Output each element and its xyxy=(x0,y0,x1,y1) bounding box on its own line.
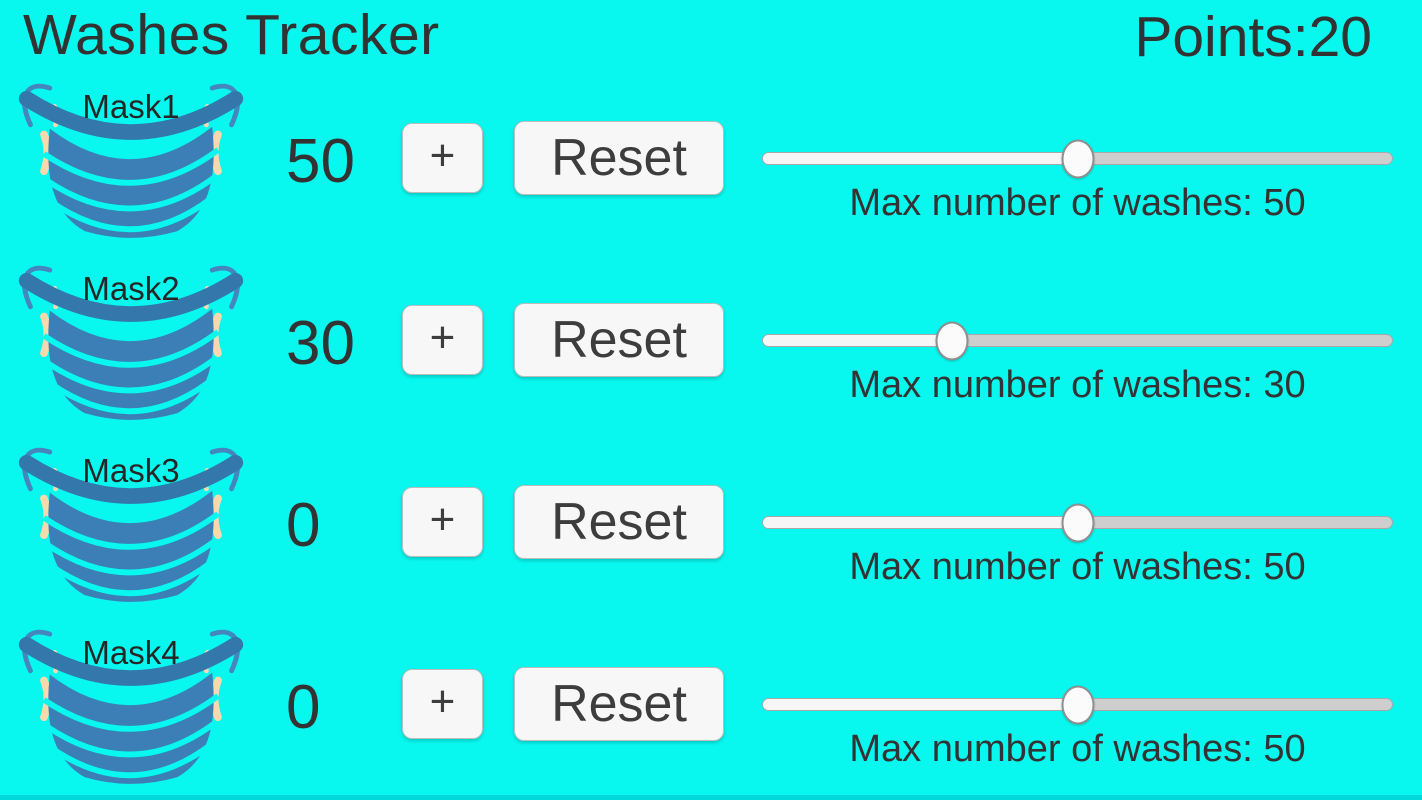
slider-fill xyxy=(763,699,1078,710)
max-washes-slider-group: Max number of washes: 50 xyxy=(762,626,1393,786)
slider-fill xyxy=(763,335,952,346)
slider-thumb[interactable] xyxy=(1061,685,1094,724)
mask-row: Mask2 30 + Reset Max number of washes: 3… xyxy=(0,262,1422,444)
max-washes-slider-group: Max number of washes: 50 xyxy=(762,80,1393,240)
reset-button[interactable]: Reset xyxy=(514,667,724,741)
mask-icon-wrap: Mask2 xyxy=(15,262,247,434)
max-washes-slider-group: Max number of washes: 50 xyxy=(762,444,1393,604)
bottom-edge-strip xyxy=(0,795,1422,800)
slider-fill xyxy=(763,153,1078,164)
max-washes-slider-group: Max number of washes: 30 xyxy=(762,262,1393,422)
increment-button[interactable]: + xyxy=(402,123,483,193)
max-washes-slider[interactable] xyxy=(762,321,1393,360)
wash-count: 50 xyxy=(286,127,355,196)
face-mask-icon xyxy=(18,265,244,420)
slider-thumb[interactable] xyxy=(935,321,969,360)
mask-label: Mask3 xyxy=(82,452,180,489)
slider-thumb[interactable] xyxy=(1061,139,1094,178)
max-washes-slider[interactable] xyxy=(762,685,1393,724)
mask-row: Mask1 50 + Reset Max number of washes: 5… xyxy=(0,80,1422,262)
points-display: Points:20 xyxy=(1134,5,1372,69)
mask-label: Mask4 xyxy=(82,634,180,671)
page-title: Washes Tracker xyxy=(23,3,440,67)
mask-icon-wrap: Mask4 xyxy=(15,626,247,798)
mask-label: Mask2 xyxy=(82,270,180,307)
mask-label: Mask1 xyxy=(82,88,180,125)
slider-fill xyxy=(763,517,1078,528)
face-mask-icon xyxy=(18,447,244,602)
wash-count: 30 xyxy=(286,309,355,378)
face-mask-icon xyxy=(18,83,244,238)
slider-thumb[interactable] xyxy=(1061,503,1094,542)
mask-row: Mask3 0 + Reset Max number of washes: 50 xyxy=(0,444,1422,626)
max-washes-slider[interactable] xyxy=(762,139,1393,178)
face-mask-icon xyxy=(18,629,244,784)
increment-button[interactable]: + xyxy=(402,305,483,375)
reset-button[interactable]: Reset xyxy=(514,121,724,195)
max-washes-label: Max number of washes: 50 xyxy=(849,182,1306,224)
increment-button[interactable]: + xyxy=(402,487,483,557)
max-washes-label: Max number of washes: 50 xyxy=(849,728,1306,770)
max-washes-slider[interactable] xyxy=(762,503,1393,542)
mask-row: Mask4 0 + Reset Max number of washes: 50 xyxy=(0,626,1422,800)
wash-count: 0 xyxy=(286,491,321,560)
max-washes-label: Max number of washes: 30 xyxy=(849,364,1306,406)
max-washes-label: Max number of washes: 50 xyxy=(849,546,1306,588)
mask-icon-wrap: Mask1 xyxy=(15,80,247,252)
increment-button[interactable]: + xyxy=(402,669,483,739)
reset-button[interactable]: Reset xyxy=(514,485,724,559)
reset-button[interactable]: Reset xyxy=(514,303,724,377)
wash-count: 0 xyxy=(286,673,321,742)
mask-icon-wrap: Mask3 xyxy=(15,444,247,616)
